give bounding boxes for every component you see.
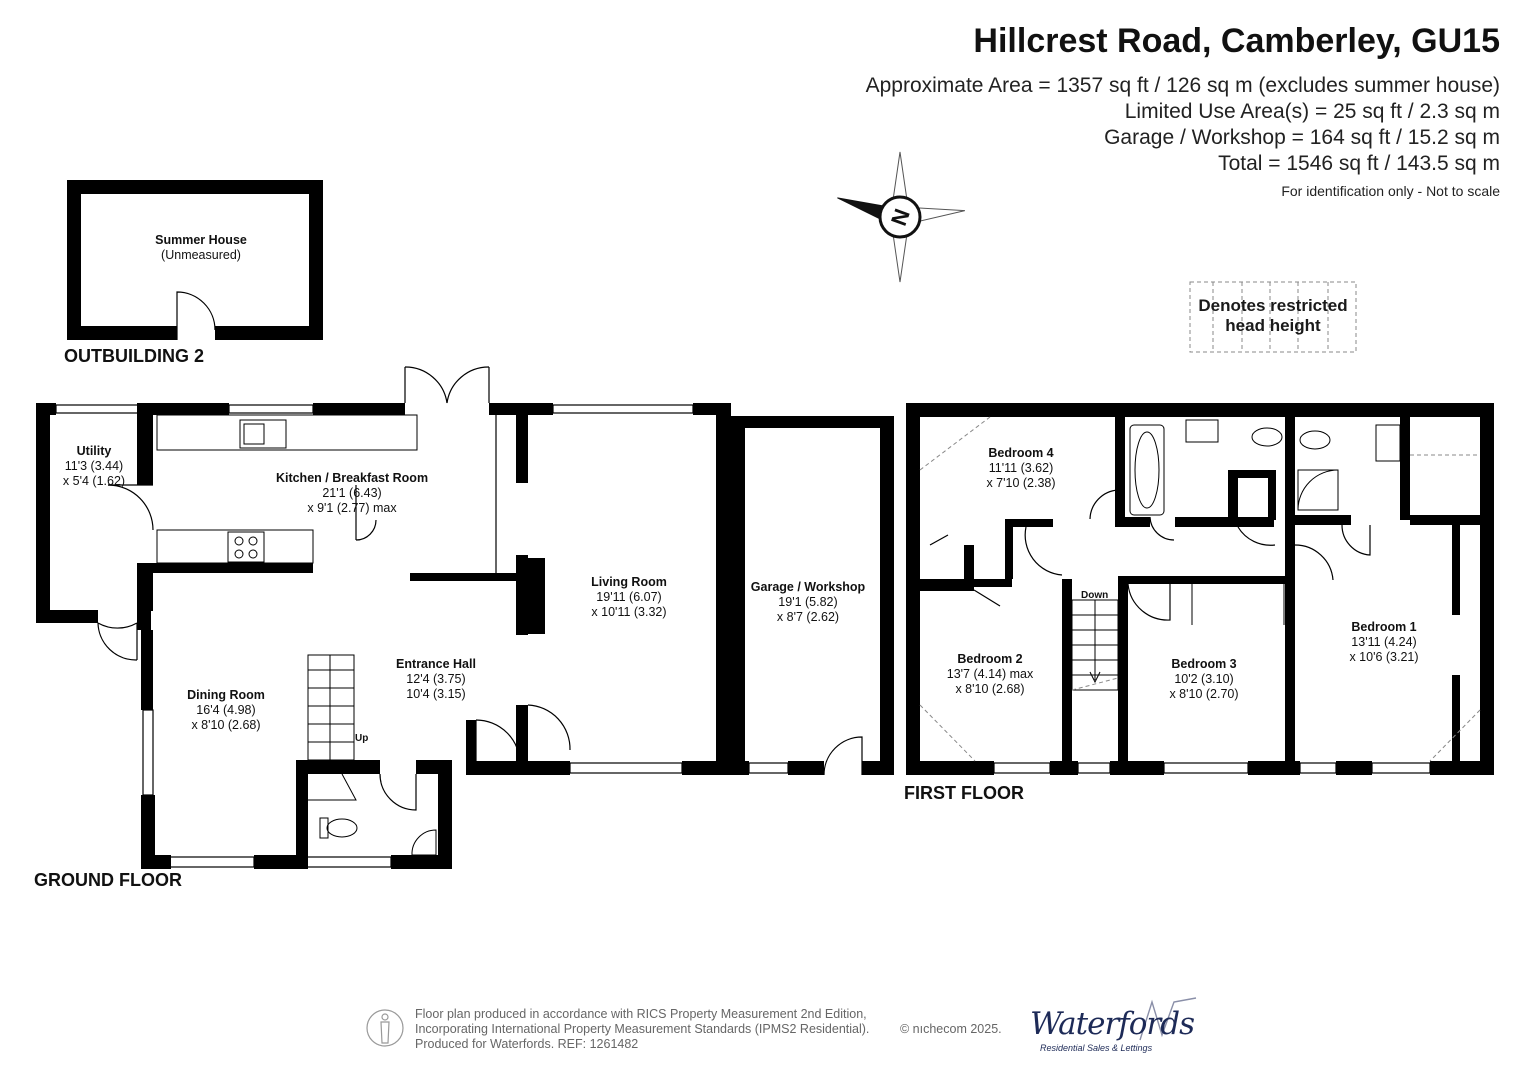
restricted-height-legend: Denotes restricted head height (1190, 282, 1356, 352)
person-icon (366, 1009, 404, 1047)
scale-note: For identification only - Not to scale (1281, 183, 1500, 199)
waterfords-logo: Waterfords (1030, 1006, 1195, 1042)
footer-disclaimer: Floor plan produced in accordance with R… (415, 1007, 870, 1051)
legend-line-1: Denotes restricted (1198, 296, 1348, 315)
summer-house-walls (67, 180, 323, 340)
limited-use-area: Limited Use Area(s) = 25 sq ft / 2.3 sq … (1124, 100, 1500, 123)
stairs-down-label: Down (1081, 590, 1109, 601)
footer-copyright: © nıchecom 2025. (900, 1022, 1002, 1036)
outbuilding-label: OUTBUILDING 2 (64, 346, 205, 366)
first-floor-walls (906, 403, 1494, 775)
stairs-up-label: Up (355, 733, 369, 744)
property-title: Hillcrest Road, Camberley, GU15 (973, 22, 1500, 60)
legend-line-2: head height (1225, 316, 1321, 335)
ground-floor-label: GROUND FLOOR (34, 870, 182, 890)
logo-flourish (1139, 997, 1197, 1041)
logo-tagline: Residential Sales & Lettings (1040, 1043, 1153, 1053)
ground-floor-walls (36, 403, 894, 869)
approx-area: Approximate Area = 1357 sq ft / 126 sq m… (865, 74, 1500, 97)
first-floor-label: FIRST FLOOR (904, 783, 1024, 803)
room-summer-house: Summer House(Unmeasured) (155, 233, 247, 262)
total-area: Total = 1546 sq ft / 143.5 sq m (1218, 152, 1500, 175)
compass-icon (837, 151, 965, 283)
garage-area: Garage / Workshop = 164 sq ft / 15.2 sq … (1104, 126, 1500, 149)
